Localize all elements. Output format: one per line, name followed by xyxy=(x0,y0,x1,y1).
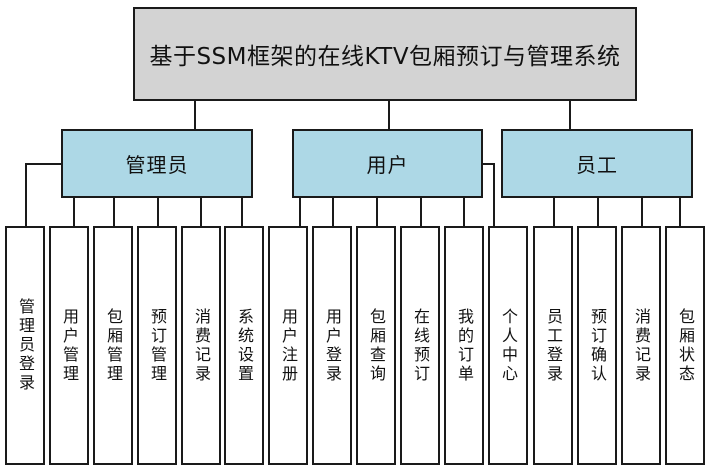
group-box-staff: 员工 xyxy=(501,129,693,198)
leaf-box-online-booking: 在线预订 xyxy=(400,226,440,465)
leaf-box-room-management: 包厢管理 xyxy=(93,226,133,465)
leaf-box-admin-login: 管理员登录 xyxy=(5,226,45,465)
leaf-label: 用户注册 xyxy=(279,307,298,384)
leaf-label: 预订确认 xyxy=(588,307,607,384)
leaf-box-booking-confirm: 预订确认 xyxy=(577,226,617,465)
leaf-box-consumption-records-staff: 消费记录 xyxy=(621,226,661,465)
leaf-label: 包厢查询 xyxy=(367,307,386,384)
leaf-box-user-register: 用户注册 xyxy=(268,226,308,465)
leaf-label: 我的订单 xyxy=(455,307,474,384)
connector-line xyxy=(25,163,27,226)
connector-line xyxy=(157,198,159,226)
system-title-box: 基于SSM框架的在线KTV包厢预订与管理系统 xyxy=(133,7,637,101)
connector-line xyxy=(569,101,571,129)
group-box-admin: 管理员 xyxy=(61,129,253,198)
leaf-box-system-settings: 系统设置 xyxy=(224,226,264,465)
leaf-box-room-search: 包厢查询 xyxy=(356,226,396,465)
leaf-box-room-status: 包厢状态 xyxy=(665,226,705,465)
leaf-box-staff-login: 员工登录 xyxy=(533,226,573,465)
group-label-staff: 员工 xyxy=(576,153,618,177)
system-title-text: 基于SSM框架的在线KTV包厢预订与管理系统 xyxy=(149,44,621,70)
connector-line xyxy=(113,198,115,226)
connector-line xyxy=(679,198,681,226)
leaf-label: 消费记录 xyxy=(192,307,211,384)
leaf-label: 管理员登录 xyxy=(16,298,35,393)
connector-line xyxy=(388,101,390,129)
leaf-label: 在线预订 xyxy=(411,307,430,384)
leaf-label: 员工登录 xyxy=(544,307,563,384)
leaf-box-consumption-records-admin: 消费记录 xyxy=(181,226,221,465)
connector-line xyxy=(376,198,378,226)
leaf-box-my-orders: 我的订单 xyxy=(444,226,484,465)
leaf-box-personal-center: 个人中心 xyxy=(488,226,528,465)
connector-line xyxy=(200,198,202,226)
connector-line xyxy=(597,198,599,226)
connector-line xyxy=(420,198,422,226)
leaf-label: 系统设置 xyxy=(235,307,254,384)
leaf-label: 包厢管理 xyxy=(104,307,123,384)
connector-line xyxy=(463,198,465,226)
connector-line xyxy=(483,163,495,165)
connector-line xyxy=(73,198,75,226)
leaf-label: 用户管理 xyxy=(60,307,79,384)
leaf-label: 用户登录 xyxy=(323,307,342,384)
connector-line xyxy=(493,163,495,226)
connector-line xyxy=(299,198,301,226)
group-box-user: 用户 xyxy=(292,129,483,198)
leaf-box-booking-management: 预订管理 xyxy=(137,226,177,465)
connector-line xyxy=(194,101,196,129)
group-label-user: 用户 xyxy=(366,153,409,177)
connector-line xyxy=(553,198,555,226)
leaf-label: 个人中心 xyxy=(499,307,518,384)
connector-line xyxy=(241,198,243,226)
connector-line xyxy=(641,198,643,226)
connector-line xyxy=(332,198,334,226)
group-label-admin: 管理员 xyxy=(125,153,189,177)
leaf-box-user-login: 用户登录 xyxy=(312,226,352,465)
leaf-label: 消费记录 xyxy=(632,307,651,384)
leaf-label: 预订管理 xyxy=(148,307,167,384)
leaf-box-user-management: 用户管理 xyxy=(49,226,89,465)
connector-line xyxy=(25,163,63,165)
leaf-label: 包厢状态 xyxy=(676,307,695,384)
